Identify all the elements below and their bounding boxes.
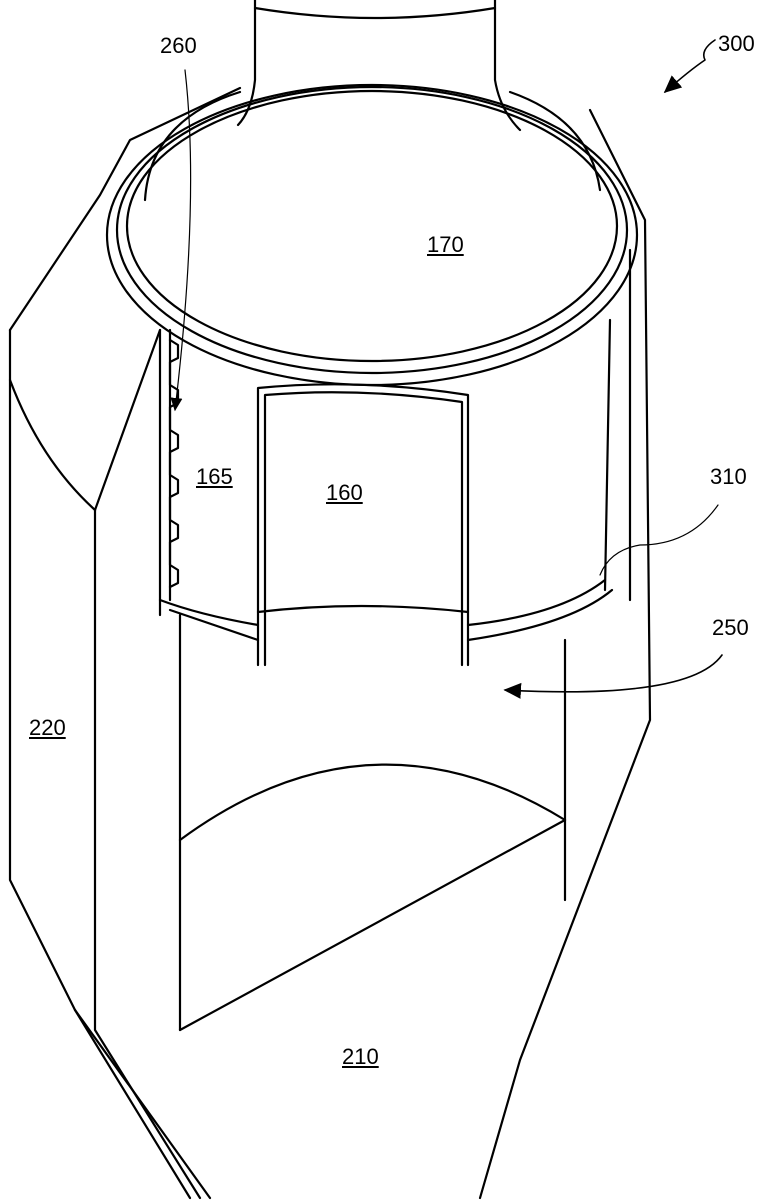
outer-body (8, 86, 652, 1200)
window (256, 383, 470, 667)
leader-lines (170, 39, 723, 699)
leader-310 (599, 504, 719, 576)
label-210: 210 (342, 1044, 379, 1069)
label-220: 220 (29, 715, 66, 740)
threads (168, 338, 180, 589)
label-260: 260 (160, 33, 197, 58)
label-300: 300 (718, 31, 755, 56)
leader-250 (503, 654, 723, 699)
cap-cylinder (158, 248, 632, 642)
label-165: 165 (196, 464, 233, 489)
label-250: 250 (712, 615, 749, 640)
leader-300 (663, 39, 716, 94)
inner-cavity (178, 613, 567, 1032)
label-310: 310 (710, 464, 747, 489)
cap-rings (105, 83, 639, 387)
label-170: 170 (427, 232, 464, 257)
label-160: 160 (326, 480, 363, 505)
leader-260 (170, 69, 192, 412)
neck (236, 0, 522, 132)
